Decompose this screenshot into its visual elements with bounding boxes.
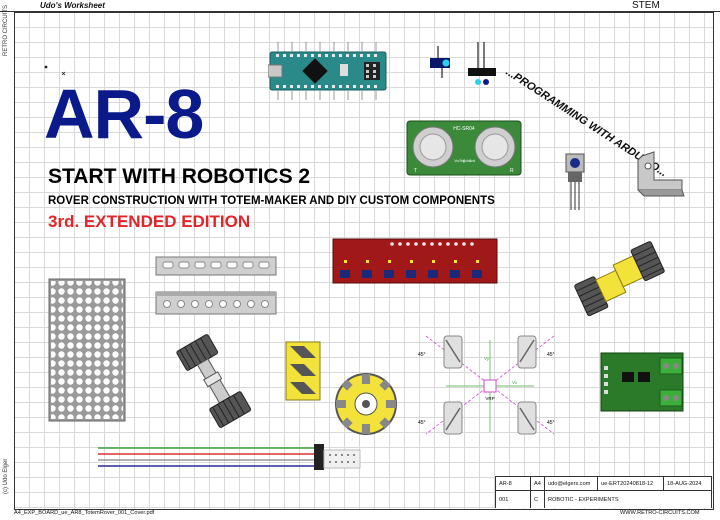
mecanum-angle-fl: 45°	[418, 352, 426, 358]
side-brand-text: RETRO CIRCUITS	[3, 5, 9, 56]
tb-code: AR-8	[495, 476, 530, 490]
jumper-wires-icon	[98, 444, 361, 470]
tb-format: A4	[530, 476, 544, 490]
tb-sheet-no: 001	[495, 490, 530, 508]
mecanum-angle-rr: 45°	[547, 420, 555, 426]
footer-filename: A4_EXP_BOARD_ue_AR8_TotemRover_001_Cover…	[14, 510, 155, 516]
ultrasonic-pin-gnd: Gnd	[469, 159, 475, 163]
cover-subtitle: START WITH ROBOTICS 2	[48, 165, 311, 188]
mecanum-center-label: VRP	[485, 396, 494, 401]
spark-icon	[44, 65, 66, 76]
ultrasonic-pin-vcc: Vcc	[454, 159, 460, 163]
tb-date: 18-AUG-2024	[663, 476, 712, 490]
arduino-nano-icon	[268, 42, 387, 100]
ultrasonic-pin-echo: Echo	[463, 159, 470, 163]
gear-motor-icon	[574, 241, 665, 317]
footer-website[interactable]: WWW.RETRO-CIRCUITS.COM	[620, 510, 700, 516]
cover-edition: 3rd. EXTENDED EDITION	[48, 212, 251, 231]
side-copyright-text: (c) Udo Elger	[3, 458, 9, 494]
mecanum-axis-vy: Vy	[484, 356, 490, 361]
angle-bracket-icon	[637, 151, 685, 197]
tb-revision: C	[530, 490, 544, 508]
mecanum-angle-fr: 45°	[547, 352, 555, 358]
ultrasonic-model-label: HC-SR04	[453, 126, 475, 132]
mecanum-axis-vx: Vx	[512, 380, 518, 385]
tb-topic: ROBOTIC - EXPERIMENTS	[544, 490, 712, 508]
motor-driver-icon	[600, 352, 684, 412]
cover-title: AR-8	[44, 75, 204, 153]
omni-wheel-icon	[335, 373, 397, 435]
cover-tagline: ROVER CONSTRUCTION WITH TOTEM-MAKER AND …	[48, 195, 495, 207]
line-sensor-array-icon	[332, 238, 498, 284]
header-rule	[0, 11, 720, 12]
ultrasonic-side-r: R	[510, 168, 514, 174]
mecanum-diagram: 45° 45° 45° 45° Vy Vx VRP	[418, 335, 555, 435]
mecanum-angle-rl: 45°	[418, 420, 426, 426]
ir-sensor-icon	[430, 42, 496, 85]
worksheet-label: Udo's Worksheet	[40, 1, 105, 10]
tb-doc-id: ue-ERT20240818-12	[597, 476, 663, 490]
ultrasonic-pin-trig: Trig	[459, 159, 465, 163]
ultrasonic-side-t: T	[414, 168, 417, 174]
title-block: AR-8 A4 udo@elgers.com ue-ERT20240818-12…	[495, 476, 712, 508]
metal-strip-icon	[155, 256, 277, 315]
tb-email: udo@elgers.com	[544, 476, 597, 490]
wheel-axle-icon	[176, 334, 252, 428]
mecanum-roller-icon	[285, 341, 321, 401]
trimmer-icon	[565, 153, 585, 210]
perforated-plate-icon	[48, 278, 126, 422]
stem-label: STEM	[632, 0, 660, 11]
ultrasonic-sensor-icon: HC-SR04 Vcc Trig Echo Gnd T R	[406, 120, 522, 176]
